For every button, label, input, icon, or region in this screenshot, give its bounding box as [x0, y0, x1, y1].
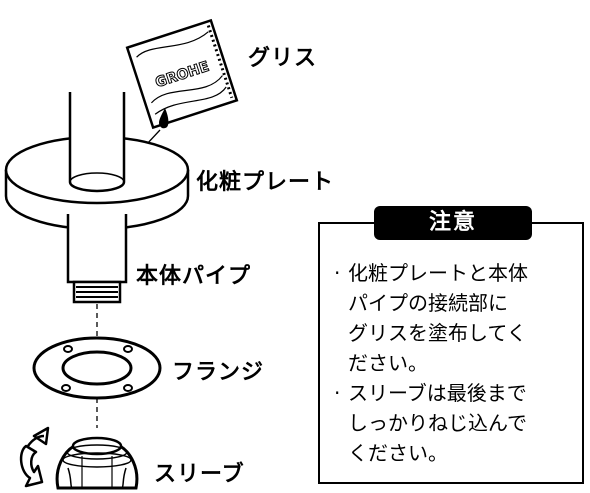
- caution-notes: · 化粧プレートと本体 パイプの接続部に グリスを塗布してく ださい。 · スリ…: [334, 258, 580, 468]
- label-body-pipe: 本体パイプ: [136, 264, 252, 289]
- sleeve: [55, 436, 139, 490]
- grease-drop-icon: [158, 108, 169, 129]
- label-sleeve: スリーブ: [154, 462, 245, 487]
- caution-note: · 化粧プレートと本体 パイプの接続部に グリスを塗布してく ださい。: [334, 258, 580, 378]
- label-escutcheon-plate: 化粧プレート: [196, 170, 335, 195]
- flange: [32, 336, 162, 400]
- caution-box: [318, 222, 584, 484]
- label-grease: グリス: [248, 46, 318, 71]
- caution-note-text: 化粧プレートと本体 パイプの接続部に グリスを塗布してく ださい。: [348, 261, 528, 375]
- pipe-upper: [68, 92, 126, 193]
- caution-title: 注意: [374, 206, 532, 240]
- bullet-dot-icon: ·: [334, 381, 341, 405]
- grease-packet: GROHE: [125, 18, 239, 130]
- label-flange: フランジ: [172, 360, 265, 385]
- bullet-dot-icon: ·: [334, 261, 341, 285]
- caution-note-text: スリーブは最後まで しっかりねじ込んで ください。: [348, 381, 527, 465]
- caution-note: · スリーブは最後まで しっかりねじ込んで ください。: [334, 378, 580, 468]
- body-pipe: [66, 214, 128, 304]
- rotate-arrow-icon: [19, 426, 50, 488]
